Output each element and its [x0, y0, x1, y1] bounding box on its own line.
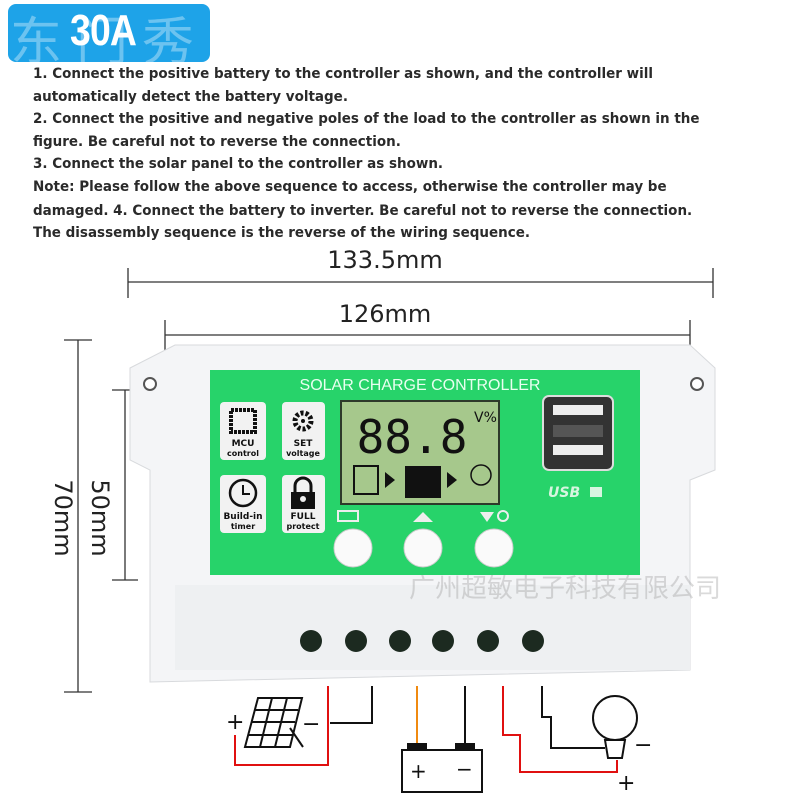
svg-text:control: control — [227, 449, 259, 458]
lcd-digits: 88.8 — [357, 410, 468, 464]
solar-panel-icon — [243, 697, 304, 748]
wiring-diagram — [234, 686, 638, 793]
outer-height-label: 70mm — [49, 479, 77, 556]
watermark: 广州超敏电子科技有限公司 — [409, 574, 721, 604]
svg-text:FULL: FULL — [291, 512, 316, 522]
solar-minus-label: − — [302, 712, 320, 737]
bulb-icon — [497, 510, 509, 522]
current-rating: 30A — [70, 6, 137, 55]
usb-icon — [590, 487, 602, 497]
arrow-icon — [385, 472, 395, 488]
svg-text:SET: SET — [294, 439, 314, 449]
gear-icon — [292, 410, 314, 432]
feature-build-in-timer: Build-in timer — [220, 475, 266, 533]
instruction-line: Note: Please follow the above sequence t… — [33, 179, 667, 195]
instruction-line: damaged. 4. Connect the battery to inver… — [33, 203, 693, 219]
svg-text:timer: timer — [231, 522, 255, 531]
instruction-line: figure. Be careful not to reverse the co… — [33, 134, 401, 150]
instruction-line: automatically detect the battery voltage… — [33, 89, 348, 105]
clock-icon — [228, 478, 258, 508]
battery-icon — [405, 466, 441, 498]
inner-width-label: 126mm — [339, 300, 432, 328]
svg-text:MCU: MCU — [232, 439, 255, 449]
height-dimension-outer — [64, 339, 92, 693]
width-dimension-outer — [127, 268, 714, 298]
battery-icon — [401, 743, 483, 793]
bulb-icon — [592, 695, 638, 759]
load-plus-label: + — [617, 771, 635, 796]
load-minus-label: − — [634, 733, 652, 758]
panel-title: SOLAR CHARGE CONTROLLER — [300, 377, 541, 394]
usb-label: USB — [548, 485, 580, 501]
svg-text:voltage: voltage — [286, 449, 320, 458]
chip-icon — [229, 408, 257, 434]
svg-text:protect: protect — [287, 522, 320, 531]
instruction-line: 2. Connect the positive and negative pol… — [33, 111, 700, 127]
feature-mcu-control: MCU control — [220, 402, 266, 460]
up-icon — [413, 512, 433, 522]
feature-set-voltage: SET voltage — [282, 402, 325, 460]
lcd-display: 88.8 V% — [340, 400, 500, 505]
watermark: 东门秀商贸 — [10, 13, 341, 73]
lock-icon — [293, 476, 313, 493]
instruction-line: 1. Connect the positive battery to the c… — [33, 66, 653, 82]
instruction-line: The disassembly sequence is the reverse … — [33, 225, 530, 241]
down-icon — [480, 512, 494, 522]
bulb-icon — [470, 464, 492, 486]
inner-height-label: 50mm — [86, 479, 114, 556]
solar-plus-label: + — [226, 710, 244, 735]
arrow-icon — [447, 472, 457, 488]
svg-text:Build-in: Build-in — [223, 512, 262, 522]
battery-plus-label: + — [410, 759, 427, 783]
battery-menu-icon — [337, 510, 359, 522]
lcd-unit: V% — [474, 410, 497, 426]
solar-panel-icon — [353, 465, 379, 495]
usb-port[interactable] — [542, 395, 614, 471]
outer-width-label: 133.5mm — [327, 246, 442, 274]
up-button[interactable] — [403, 528, 443, 568]
feature-full-protect: FULL protect — [282, 475, 325, 533]
instruction-line: 3. Connect the solar panel to the contro… — [33, 156, 444, 172]
current-rating-badge: 30A — [8, 4, 210, 62]
terminal-screws — [300, 630, 544, 652]
battery-minus-label: − — [456, 757, 473, 781]
down-button[interactable] — [474, 528, 514, 568]
menu-button[interactable] — [333, 528, 373, 568]
